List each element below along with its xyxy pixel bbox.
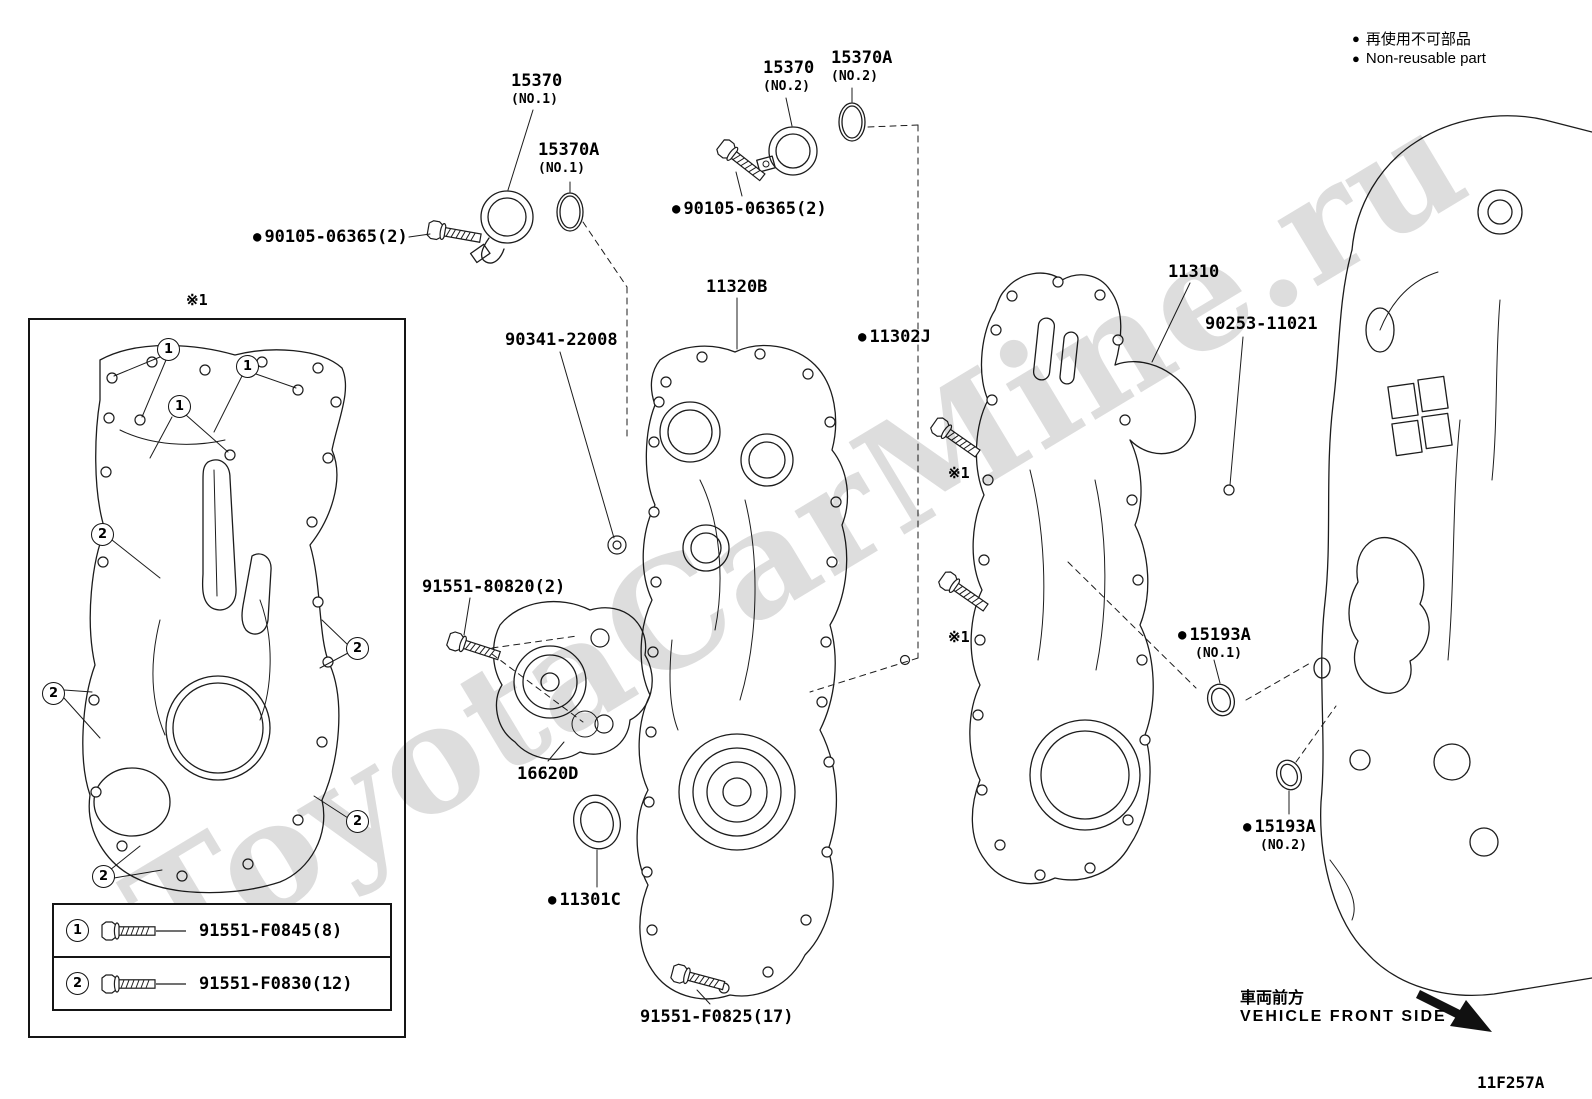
- dowel-pin: [899, 654, 911, 666]
- label-15370-no2: 15370 (NO.2): [763, 58, 815, 94]
- figure-code: 11F257A: [1477, 1073, 1545, 1092]
- non-reusable-bullet-icon: ●: [1243, 819, 1252, 835]
- callout-2: 2: [346, 637, 369, 660]
- label-90253-11021: 90253-11021: [1205, 314, 1318, 334]
- bolt-icon: [101, 920, 186, 941]
- nonreusable-note-en-text: Non-reusable part: [1365, 50, 1486, 67]
- bolt-icon: [101, 973, 186, 994]
- leader-lines: [408, 87, 1290, 1005]
- fastener-legend-table: 1 91551-F0845(8) 2 91551-F0830(12): [52, 903, 392, 1011]
- nonreusable-note-en: ● Non-reusable part: [1352, 50, 1486, 67]
- label-90105-06365-right: ● 90105-06365(2): [672, 199, 827, 219]
- label-15370a-no1: 15370A (NO.1): [538, 140, 600, 176]
- callout-1: 1: [236, 355, 259, 378]
- callout-2: 2: [92, 865, 115, 888]
- chain-case-rear-drawing: [63, 344, 349, 894]
- ref-detail-box: [28, 318, 406, 1038]
- label-16620d: 16620D: [517, 764, 579, 784]
- callout-2-icon: 2: [66, 972, 89, 995]
- callout-1: 1: [168, 395, 191, 418]
- cam-plug-no1-oring: [556, 192, 584, 232]
- bolt-90105-right-drawing: [714, 136, 769, 185]
- fastener-part-number: 91551-F0830(12): [199, 973, 353, 994]
- non-reusable-bullet-icon: ●: [253, 229, 262, 245]
- callout-leader-lines: [63, 356, 349, 879]
- tensioner-drawing: [492, 600, 653, 760]
- non-reusable-bullet-icon: ●: [548, 892, 557, 908]
- bolt-91551-f0825-drawing: [669, 962, 727, 995]
- callout-1-icon: 1: [66, 919, 89, 942]
- ref-mark-bolt-upper: ※1: [948, 464, 970, 482]
- callout-2: 2: [42, 682, 65, 705]
- callout-1: 1: [157, 338, 180, 361]
- callout-2: 2: [346, 810, 369, 833]
- label-11302j: ● 11302J: [858, 327, 931, 347]
- cam-cap-no2-drawing: [756, 126, 818, 176]
- non-reusable-bullet-icon: ●: [858, 329, 867, 345]
- non-reusable-bullet-icon: ●: [1352, 31, 1360, 46]
- ref-mark-bolt-lower: ※1: [948, 628, 970, 646]
- oil-seal-11301c-drawing: [573, 794, 621, 850]
- fastener-row: 1 91551-F0845(8): [54, 905, 390, 956]
- bolt-ref1-upper-drawing: [928, 415, 984, 462]
- ref-mark-box: ※1: [186, 291, 208, 309]
- label-90105-06365-left: ● 90105-06365(2): [253, 227, 408, 247]
- fastener-part-number: 91551-F0845(8): [199, 920, 343, 941]
- cam-cap-no1-drawing: [469, 190, 534, 264]
- nonreusable-note-jp: ● 再使用不可部品: [1352, 28, 1471, 49]
- label-11320b: 11320B: [706, 277, 768, 297]
- non-reusable-bullet-icon: ●: [1352, 51, 1360, 66]
- label-91551-80820: 91551-80820(2): [422, 577, 566, 597]
- label-90341-22008: 90341-22008: [505, 330, 618, 350]
- timing-cover-drawing: [607, 344, 849, 1000]
- engine-block-drawing: [1313, 115, 1592, 996]
- seal-15193a-no2-drawing: [1275, 759, 1303, 791]
- vehicle-front-label-en: VEHICLE FRONT SIDE: [1240, 1008, 1447, 1025]
- non-reusable-bullet-icon: ●: [1178, 627, 1187, 643]
- vehicle-front-label-jp: 車両前方: [1240, 990, 1305, 1007]
- label-11301c: ● 11301C: [548, 890, 621, 910]
- vehicle-front-arrow: [1415, 989, 1492, 1032]
- label-15193a-no1: ● 15193A (NO.1): [1178, 625, 1251, 661]
- nonreusable-note-jp-text: 再使用不可部品: [1365, 31, 1471, 48]
- label-11310: 11310: [1168, 262, 1220, 282]
- cam-plug-no2-oring: [838, 102, 866, 142]
- label-15370a-no2: 15370A (NO.2): [831, 48, 893, 84]
- bolt-90105-left-drawing: [426, 219, 483, 248]
- callout-2: 2: [91, 523, 114, 546]
- bolt-ref1-lower-drawing: [936, 569, 992, 616]
- non-reusable-bullet-icon: ●: [672, 201, 681, 217]
- label-15193a-no2: ● 15193A (NO.2): [1243, 817, 1316, 853]
- label-15370-no1: 15370 (NO.1): [511, 71, 563, 107]
- fastener-row: 2 91551-F0830(12): [54, 956, 390, 1009]
- label-91551-f0825: 91551-F0825(17): [640, 1007, 794, 1027]
- seal-15193a-no1-drawing: [1206, 683, 1236, 717]
- chain-case-front-drawing: [969, 272, 1235, 885]
- assembly-dashed-lines: [491, 124, 1337, 763]
